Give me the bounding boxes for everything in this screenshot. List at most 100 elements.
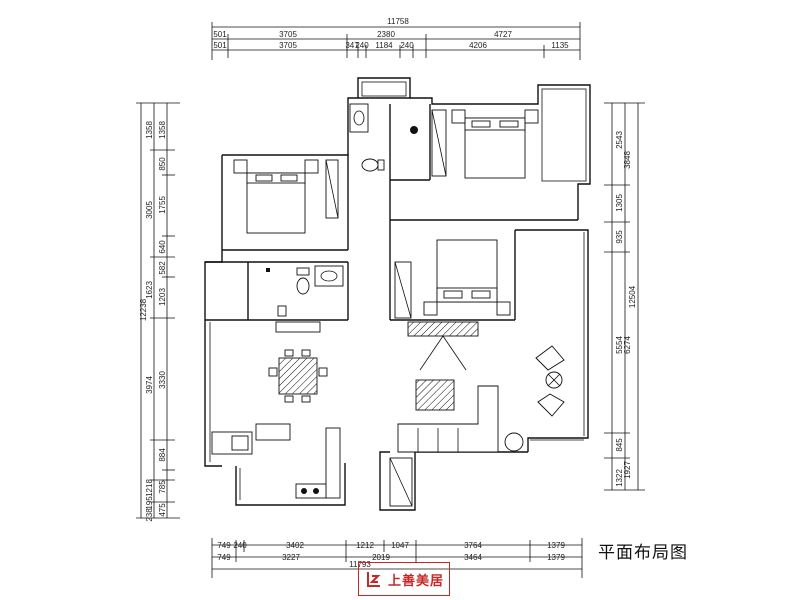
left-overall-dim: 12238 — [139, 298, 148, 321]
coffee-table — [415, 379, 455, 411]
right-dim: 1322 — [615, 469, 624, 487]
chair — [284, 395, 294, 403]
right-dim: 2543 — [615, 131, 624, 149]
bottom-dim: 1379 — [547, 541, 565, 550]
left-dim: 3974 — [145, 376, 154, 394]
bottom-overall-dim: 11793 — [349, 560, 371, 569]
left-dim: 1203 — [158, 288, 167, 306]
sofa — [397, 385, 499, 453]
washbasin — [349, 103, 369, 133]
top-dim: 501 — [213, 41, 227, 50]
pillow — [499, 120, 519, 128]
right-dim: 845 — [615, 438, 624, 452]
dining-table — [278, 357, 318, 395]
toilet — [296, 277, 310, 295]
shower-icon — [410, 126, 418, 134]
nightstand — [304, 159, 319, 174]
nightstand — [423, 301, 438, 316]
right-dim: 6274 — [623, 336, 632, 354]
bottom-dim: 2019 — [372, 553, 390, 562]
left-dim: 640 — [158, 240, 167, 254]
bottom-dimension-lines — [211, 538, 583, 578]
nightstand — [524, 109, 539, 124]
right-dim: 935 — [615, 230, 624, 244]
pillow — [443, 290, 463, 299]
washbasin — [314, 265, 344, 287]
top-dim: 3705 — [279, 41, 297, 50]
side-table — [504, 432, 524, 452]
chair — [268, 367, 278, 377]
left-dim: 884 — [158, 448, 167, 462]
dining-area — [268, 349, 328, 403]
chair — [284, 349, 294, 357]
right-dim: 1305 — [615, 194, 624, 212]
right-dim: 1927 — [623, 461, 632, 479]
walls — [204, 77, 591, 511]
top-dim: 240 — [355, 41, 369, 50]
bottom-dim: 3402 — [286, 541, 304, 550]
living-room — [389, 321, 565, 507]
left-dim: 195 — [145, 496, 154, 510]
stove — [295, 483, 327, 499]
chair — [318, 367, 328, 377]
armchair — [537, 393, 565, 417]
top-dim: 240 — [400, 41, 414, 50]
nightstand — [496, 301, 511, 316]
pillow — [471, 120, 491, 128]
top-dim: 4206 — [469, 41, 487, 50]
left-dim: 238 — [145, 508, 154, 522]
left-dim: 850 — [158, 157, 167, 171]
pillow — [471, 290, 491, 299]
left-dim: 1358 — [158, 121, 167, 139]
top-dimension-lines — [211, 22, 581, 60]
nightstand — [451, 109, 466, 124]
left-dim: 1358 — [145, 121, 154, 139]
bottom-dim: 1379 — [547, 553, 565, 562]
top-dim: 501 — [213, 30, 227, 39]
brand-name: 上善美居 — [388, 573, 445, 589]
top-dim: 1184 — [375, 41, 393, 50]
top-dim: 347 — [345, 41, 359, 50]
nightstand — [233, 159, 248, 174]
bottom-dim: 1212 — [356, 541, 374, 550]
sink — [231, 435, 249, 451]
chair — [301, 349, 311, 357]
bedroom-1 — [233, 159, 339, 234]
left-dim: 475 — [158, 503, 167, 517]
left-dim: 1755 — [158, 196, 167, 214]
diagram-caption: 平面布局图 — [598, 543, 688, 563]
top-dim: 1135 — [551, 41, 569, 50]
shower-icon — [266, 268, 270, 272]
counter — [325, 427, 341, 499]
logo-mark-icon — [363, 568, 385, 590]
bathroom-top — [349, 103, 447, 177]
kitchen — [211, 423, 341, 499]
right-overall-dim: 12504 — [628, 285, 637, 308]
bottom-dim: 749 — [217, 553, 231, 562]
left-dim: 785 — [158, 480, 167, 494]
top-dim: 4727 — [494, 30, 512, 39]
bedroom-master — [394, 239, 511, 319]
bottom-dim: 3464 — [464, 553, 482, 562]
left-dim: 1218 — [145, 479, 154, 497]
brand-logo: 上善美居 — [358, 562, 450, 596]
left-dim: 1623 — [145, 281, 154, 299]
pillow — [255, 174, 273, 182]
bottom-dim: 3227 — [282, 553, 300, 562]
bottom-dim: 1047 — [391, 541, 409, 550]
top-dim: 2380 — [377, 30, 395, 39]
tv-cabinet — [407, 321, 479, 337]
left-dim: 3330 — [158, 371, 167, 389]
right-dim: 3848 — [623, 151, 632, 169]
bottom-dim: 749 — [217, 541, 231, 550]
bottom-dim: 240 — [233, 541, 247, 550]
left-dimension-lines — [136, 102, 180, 519]
pillow — [280, 174, 298, 182]
bottom-dim: 3764 — [464, 541, 482, 550]
bathroom-second — [266, 265, 344, 333]
top-overall-dim: 11758 — [387, 17, 409, 26]
armchair — [535, 345, 565, 371]
top-dim: 3705 — [279, 30, 297, 39]
left-dim: 582 — [158, 261, 167, 275]
